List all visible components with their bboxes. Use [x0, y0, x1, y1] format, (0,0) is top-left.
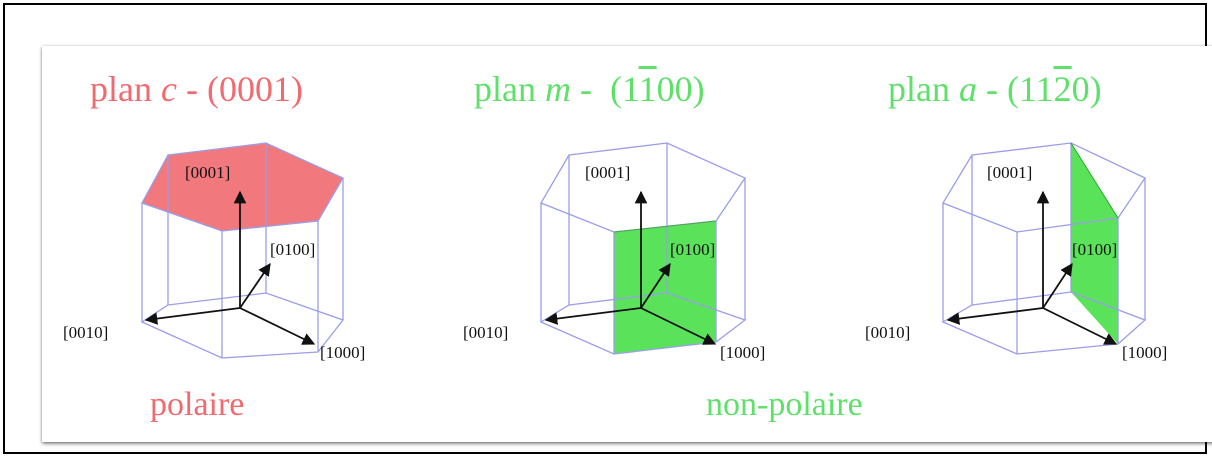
axis-a1-arrow: [640, 307, 717, 345]
label-a3-axis: [0010]: [865, 323, 910, 342]
m-plane-face: [614, 221, 716, 354]
title-m-plane: plan m - (1100): [474, 69, 705, 109]
axis-a2-arrow: [1042, 262, 1073, 309]
label-c-axis: [0001]: [185, 163, 230, 182]
label-a1-axis: [1000]: [320, 343, 365, 362]
label-a2-axis: [0100]: [270, 240, 315, 259]
prism-m-plane: [0001] [0100] [0010] [1000]: [463, 142, 765, 362]
axis-a2-arrow: [239, 262, 271, 309]
axis-a3-arrow: [946, 307, 1044, 325]
prism-a-plane: [0001] [0100] [0010] [1000]: [865, 142, 1167, 362]
label-a2-axis: [0100]: [670, 240, 715, 259]
axis-a1-arrow: [239, 307, 316, 345]
title-a-plane: plan a - (1120): [888, 69, 1102, 109]
label-c-axis: [0001]: [987, 163, 1032, 182]
caption-nonpolar: non-polaire: [706, 386, 863, 423]
label-a3-axis: [0010]: [63, 323, 108, 342]
title-c-plane: plan c - (0001): [90, 69, 303, 109]
label-c-axis: [0001]: [585, 163, 630, 182]
label-a1-axis: [1000]: [1122, 343, 1167, 362]
axis-a3-arrow: [544, 307, 642, 325]
axis-a3-arrow: [144, 307, 241, 325]
prism-c-plane: [0001] [0100] [0010] [1000]: [63, 142, 365, 362]
label-a2-axis: [0100]: [1072, 240, 1117, 259]
a-plane-face: [1071, 143, 1118, 344]
label-a3-axis: [0010]: [463, 323, 508, 342]
c-plane-face: [142, 143, 343, 231]
caption-polar: polaire: [150, 386, 245, 423]
axis-a1-arrow: [1042, 307, 1118, 345]
label-a1-axis: [1000]: [720, 343, 765, 362]
axis-a2-arrow: [640, 262, 671, 309]
